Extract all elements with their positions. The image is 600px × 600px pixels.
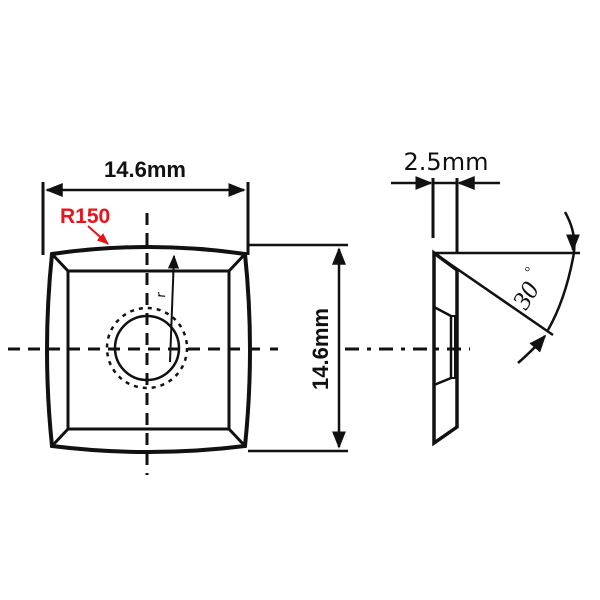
height-label: 14.6mm xyxy=(308,308,333,390)
angle-label: 30 xyxy=(506,277,545,315)
radius-r-label: r xyxy=(154,291,169,298)
bevel-line xyxy=(227,252,247,273)
width-label: 14.6mm xyxy=(104,157,186,182)
thickness-label: 2.5mm xyxy=(404,148,489,176)
radius-leader xyxy=(167,254,180,363)
side-view xyxy=(391,176,580,447)
countersink-circle xyxy=(105,306,189,390)
bevel-line xyxy=(227,427,247,448)
r150-label: R150 xyxy=(60,205,110,228)
r150-leader-arrow xyxy=(87,225,109,245)
bevel-line xyxy=(50,252,70,273)
angle-arc-upper xyxy=(546,211,576,331)
angle-degree-symbol: ° xyxy=(522,265,538,278)
bevel-line xyxy=(50,427,70,448)
centerlines xyxy=(8,213,470,475)
angle-arrow-bottom xyxy=(517,334,547,364)
hole-profile xyxy=(433,305,453,387)
angle-reference-inclined xyxy=(433,251,554,337)
